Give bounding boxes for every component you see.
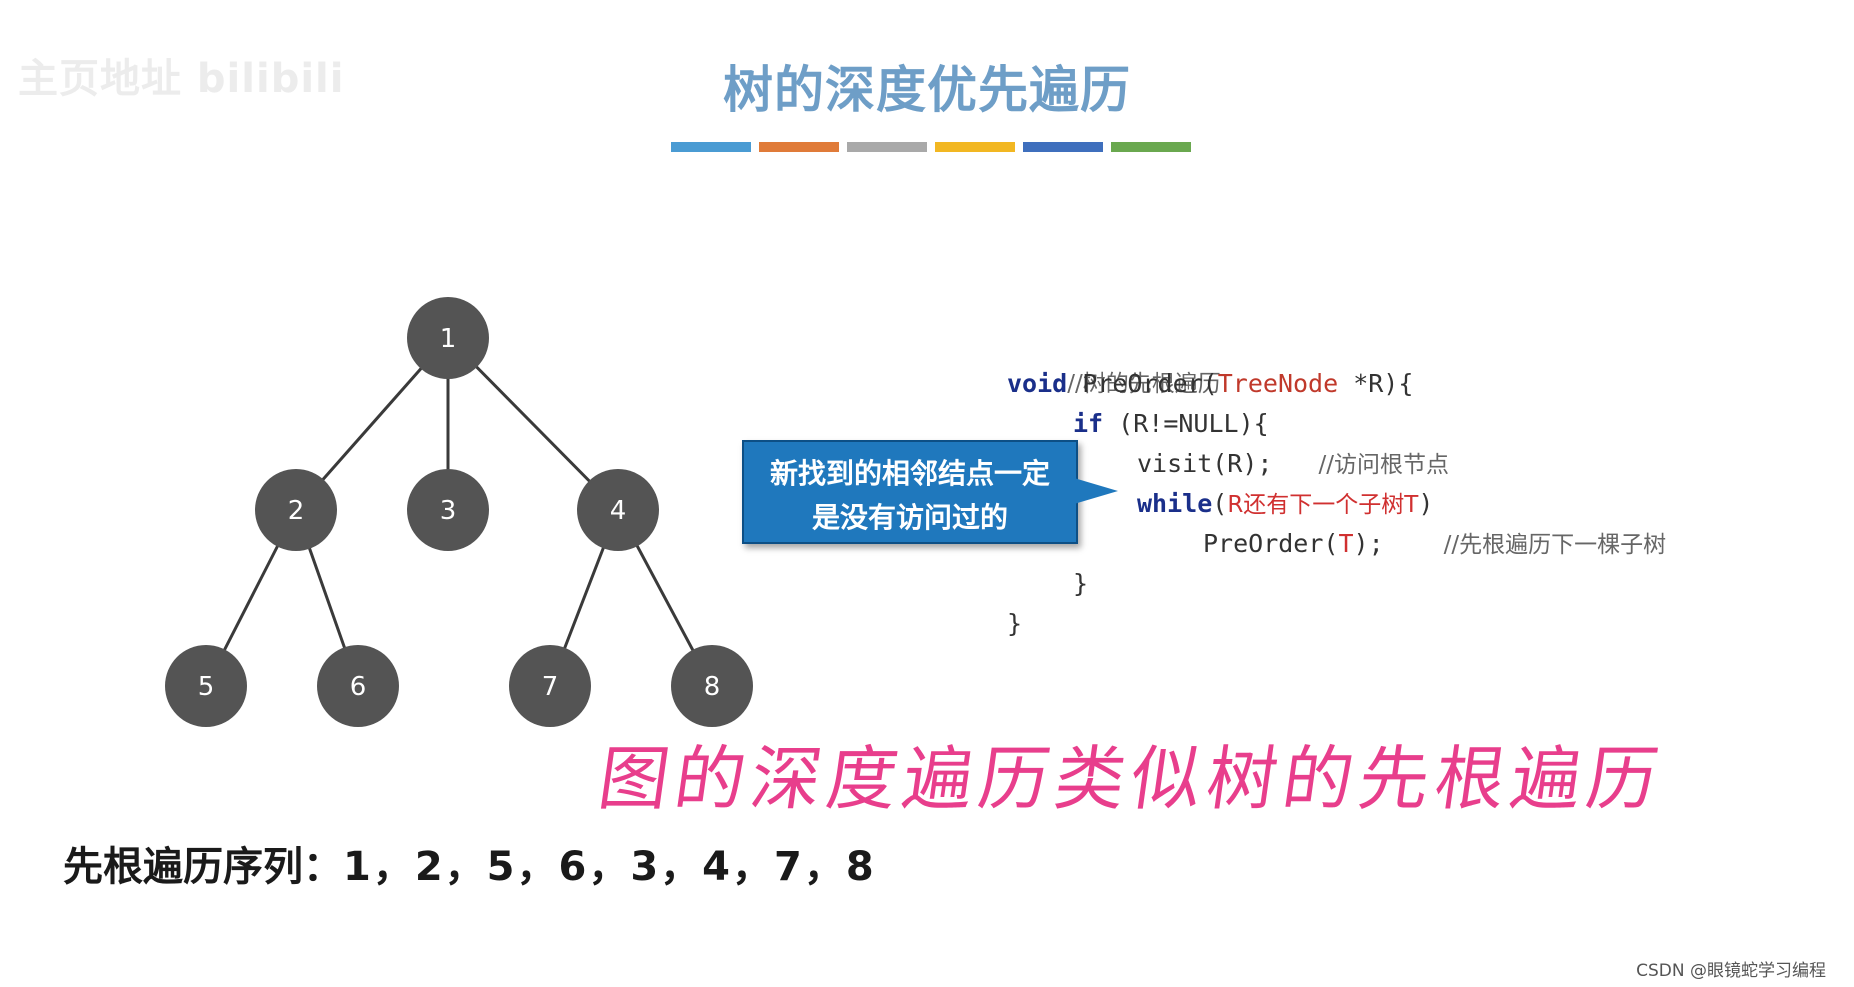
color-bar (1111, 142, 1191, 152)
color-bar (671, 142, 751, 152)
tree-node-circle (407, 297, 489, 379)
tree-node-2: 2 (255, 469, 337, 551)
color-bar (847, 142, 927, 152)
sequence-values: 1，2，5，6，3，4，7，8 (343, 844, 876, 890)
code-line-8: } (1007, 609, 1023, 638)
tree-node-4: 4 (577, 469, 659, 551)
keyword-if: if (1073, 409, 1104, 438)
handwritten-note: 图的深度遍历类似树的先根遍历 (593, 738, 1669, 820)
preorder-sequence: 先根遍历序列：1，2，5，6，3，4，7，8 (63, 834, 876, 892)
code-line-4: visit(R); //访问根节点 (1137, 444, 1449, 485)
tree-node-circle (255, 469, 337, 551)
tree-nodes: 1 2 3 4 5 6 7 8 (165, 297, 753, 727)
code-condition: (R!=NULL){ (1103, 409, 1269, 438)
tree-node-7: 7 (509, 645, 591, 727)
tree-node-label: 2 (288, 496, 305, 526)
tree-node-label: 4 (610, 496, 627, 526)
code-line-comment: //树的先根遍历 (1007, 324, 1221, 443)
keyword-while: while (1137, 489, 1213, 518)
tree-node-1: 1 (407, 297, 489, 379)
callout-box: 新找到的相邻结点一定 是没有访问过的 (742, 440, 1078, 544)
code-line-7: } (1073, 569, 1089, 598)
code-recursive-call: PreOrder( (1203, 529, 1339, 558)
code-line-2: void PreOrder(TreeNode *R){ (1007, 364, 1413, 403)
code-line-5: while(R还有下一个子树T) (1137, 484, 1433, 525)
tree-node-label: 5 (198, 672, 215, 702)
tree-node-circle (165, 645, 247, 727)
page-title: 树的深度优先遍历 (723, 61, 1131, 119)
tree-node-3: 3 (407, 469, 489, 551)
tree-node-label: 3 (440, 496, 457, 526)
code-line-3: if (R!=NULL){ (1073, 404, 1269, 443)
code-type: TreeNode (1217, 369, 1339, 398)
tree-node-label: 1 (440, 324, 457, 354)
tree-node-circle (407, 469, 489, 551)
bilibili-watermark: 主页地址 bilibili (18, 56, 345, 102)
color-bar (759, 142, 839, 152)
code-comment-visit: //访问根节点 (1318, 452, 1449, 478)
tree-node-8: 8 (671, 645, 753, 727)
code-comment-recurse: //先根遍历下一棵子树 (1443, 532, 1667, 558)
tree-node-circle (577, 469, 659, 551)
callout-line-1: 新找到的相邻结点一定 (769, 457, 1050, 490)
tree-node-circle (671, 645, 753, 727)
callout-pointer (1074, 478, 1118, 504)
tree-node-label: 6 (350, 672, 367, 702)
color-bar (1023, 142, 1103, 152)
code-paren: ( (1212, 489, 1228, 518)
sequence-label: 先根遍历序列： (63, 844, 343, 890)
color-bar (935, 142, 1015, 152)
keyword-void: void (1007, 369, 1068, 398)
code-call-end: ); (1353, 529, 1384, 558)
code-paren: ) (1418, 489, 1434, 518)
tree-node-circle (317, 645, 399, 727)
code-while-condition: R还有下一个子树T (1227, 492, 1419, 518)
tree-node-5: 5 (165, 645, 247, 727)
tree-node-label: 8 (704, 672, 721, 702)
code-arg-t: T (1338, 529, 1354, 558)
tree-node-6: 6 (317, 645, 399, 727)
code-line-6: PreOrder(T); //先根遍历下一棵子树 (1203, 524, 1666, 565)
code-fn: PreOrder( (1067, 369, 1218, 398)
callout-line-2: 是没有访问过的 (811, 501, 1008, 534)
code-comment: //树的先根遍历 (1067, 371, 1221, 397)
code-visit: visit(R); (1137, 449, 1273, 478)
code-args: *R){ (1338, 369, 1414, 398)
tree-node-circle (509, 645, 591, 727)
tree-node-label: 7 (542, 672, 559, 702)
csdn-credit: CSDN @眼镜蛇学习编程 (1636, 961, 1826, 981)
